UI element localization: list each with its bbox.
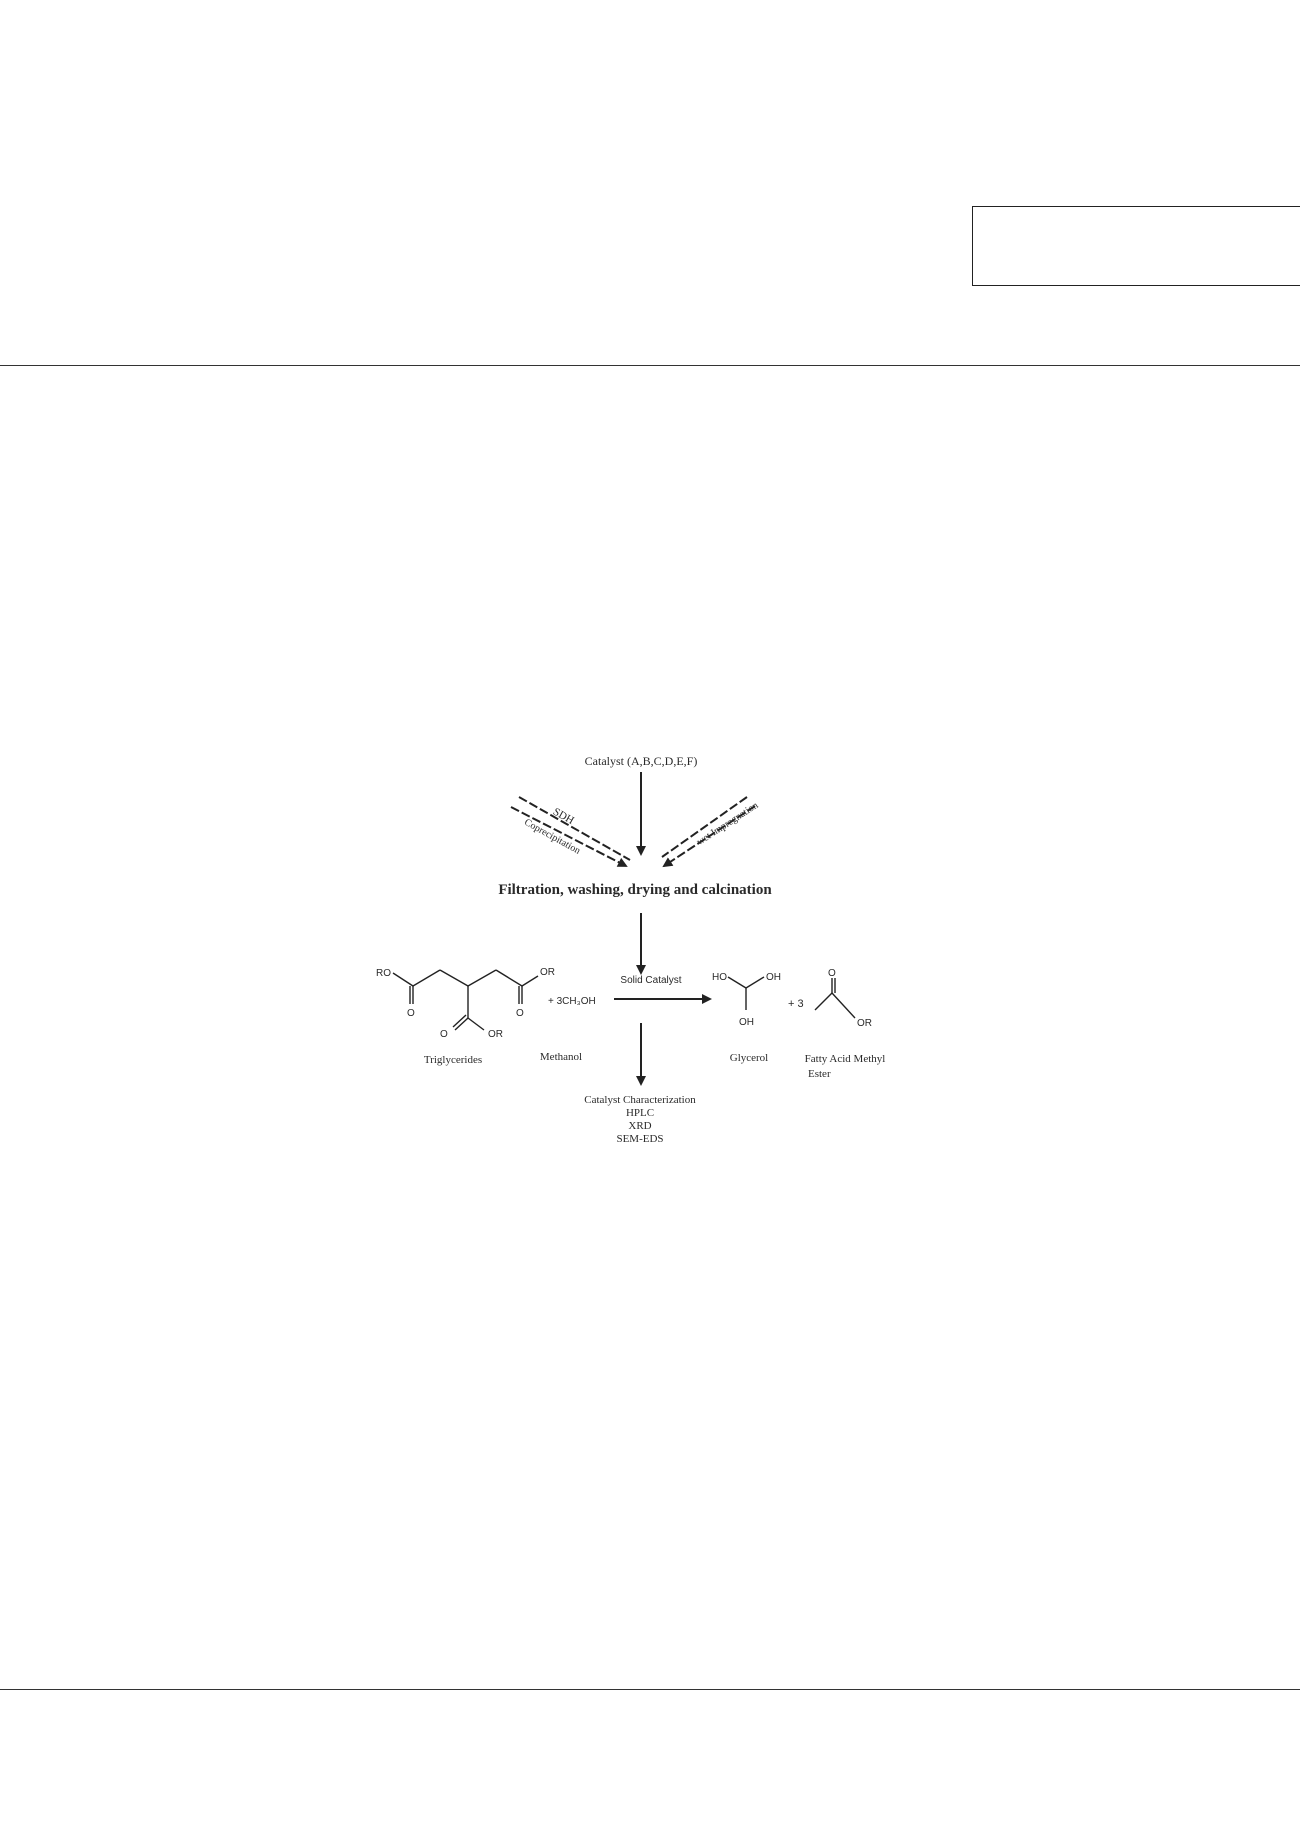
triglyceride-label: Triglycerides: [424, 1054, 482, 1066]
triglyceride-structure: [392, 969, 539, 1031]
process-step-label: Filtration, washing, drying and calcinat…: [498, 882, 772, 898]
left-route-label-bottom: Coprecipitation: [522, 817, 582, 857]
atom-o-fame: O: [828, 968, 836, 979]
plus-three: + 3: [788, 998, 804, 1010]
methanol-label: Methanol: [540, 1051, 582, 1063]
bottom-rule: [0, 1689, 1300, 1690]
fame-structure: [814, 978, 856, 1019]
glycerol-structure: [727, 976, 765, 1010]
characterization-title: Catalyst Characterization: [584, 1094, 696, 1106]
characterization-xrd: XRD: [628, 1120, 651, 1132]
atom-oh-top: OH: [766, 972, 781, 983]
header-box: [972, 206, 1300, 286]
atom-o-left: O: [407, 1008, 415, 1019]
atom-ro: RO: [376, 968, 391, 979]
right-route-arrows: [661, 796, 756, 868]
left-route-arrows: [510, 796, 631, 867]
atom-or-right: OR: [540, 967, 555, 978]
solid-catalyst-label: Solid Catalyst: [620, 975, 681, 986]
atom-oh-bottom: OH: [739, 1017, 754, 1028]
atom-o-middle: O: [440, 1029, 448, 1040]
fame-label-line1: Fatty Acid Methyl: [805, 1053, 886, 1065]
right-route-label: wet Impregnation: [695, 800, 760, 848]
left-route-label-top: SDH: [551, 806, 576, 827]
top-rule: [0, 365, 1300, 366]
characterization-sem-eds: SEM-EDS: [616, 1133, 663, 1145]
atom-ho: HO: [712, 972, 727, 983]
methanol-formula: + 3CH₃OH: [548, 996, 596, 1007]
atom-or-fame: OR: [857, 1018, 872, 1029]
characterization-hplc: HPLC: [626, 1107, 654, 1119]
atom-or-middle: OR: [488, 1029, 503, 1040]
catalyst-label: Catalyst (A,B,C,D,E,F): [585, 754, 698, 768]
fame-label-line2: Ester: [808, 1068, 831, 1080]
atom-o-right: O: [516, 1008, 524, 1019]
glycerol-label: Glycerol: [730, 1052, 768, 1064]
